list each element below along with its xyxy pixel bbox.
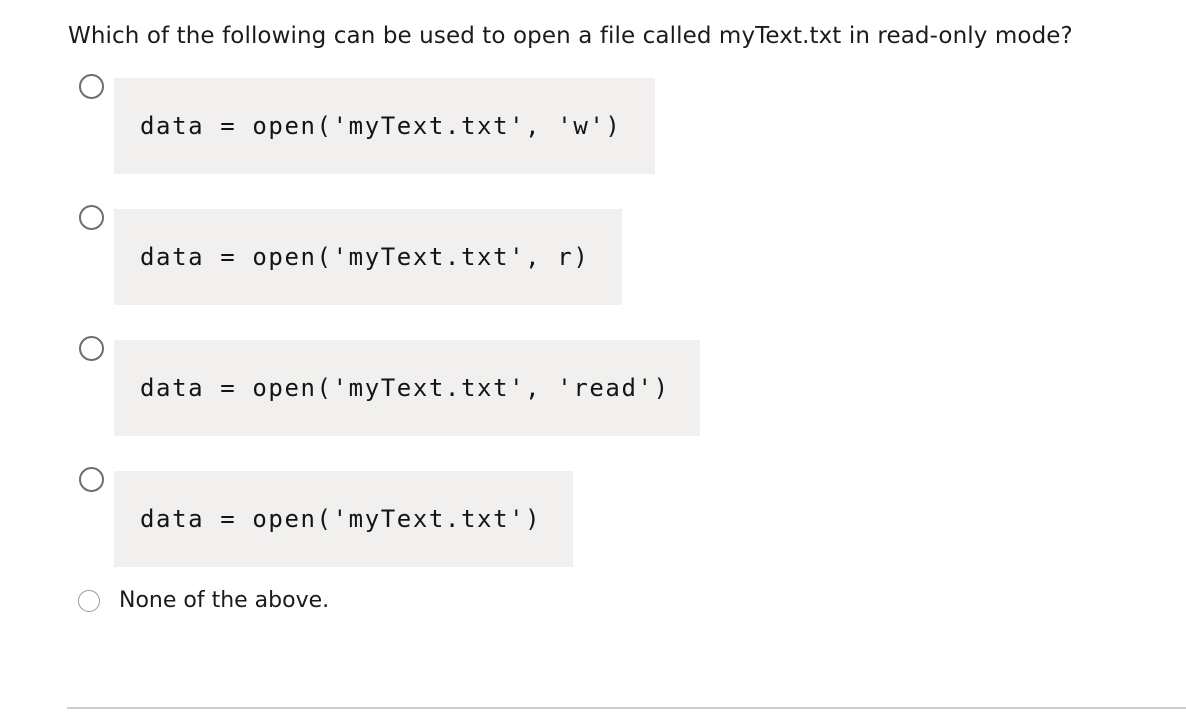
code-snippet-option-a: data = open('myText.txt', 'w') bbox=[114, 78, 655, 174]
radio-button-option-c[interactable] bbox=[79, 336, 104, 361]
answer-option-e[interactable]: None of the above. bbox=[0, 588, 1186, 648]
answer-option-a[interactable]: data = open('myText.txt', 'w') bbox=[0, 64, 1186, 195]
code-snippet-option-b: data = open('myText.txt', r) bbox=[114, 209, 622, 305]
answer-option-d[interactable]: data = open('myText.txt') bbox=[0, 457, 1186, 588]
question-prompt: Which of the following can be used to op… bbox=[68, 23, 1073, 49]
code-snippet-option-c: data = open('myText.txt', 'read') bbox=[114, 340, 700, 436]
answer-option-b[interactable]: data = open('myText.txt', r) bbox=[0, 195, 1186, 326]
radio-button-option-e[interactable] bbox=[78, 590, 100, 612]
radio-button-option-b[interactable] bbox=[79, 205, 104, 230]
answer-option-c[interactable]: data = open('myText.txt', 'read') bbox=[0, 326, 1186, 457]
code-snippet-option-d: data = open('myText.txt') bbox=[114, 471, 573, 567]
answer-options-list: data = open('myText.txt', 'w') data = op… bbox=[0, 64, 1186, 648]
radio-button-option-d[interactable] bbox=[79, 467, 104, 492]
section-divider bbox=[67, 707, 1186, 709]
answer-label-option-e: None of the above. bbox=[119, 588, 330, 613]
radio-button-option-a[interactable] bbox=[79, 74, 104, 99]
